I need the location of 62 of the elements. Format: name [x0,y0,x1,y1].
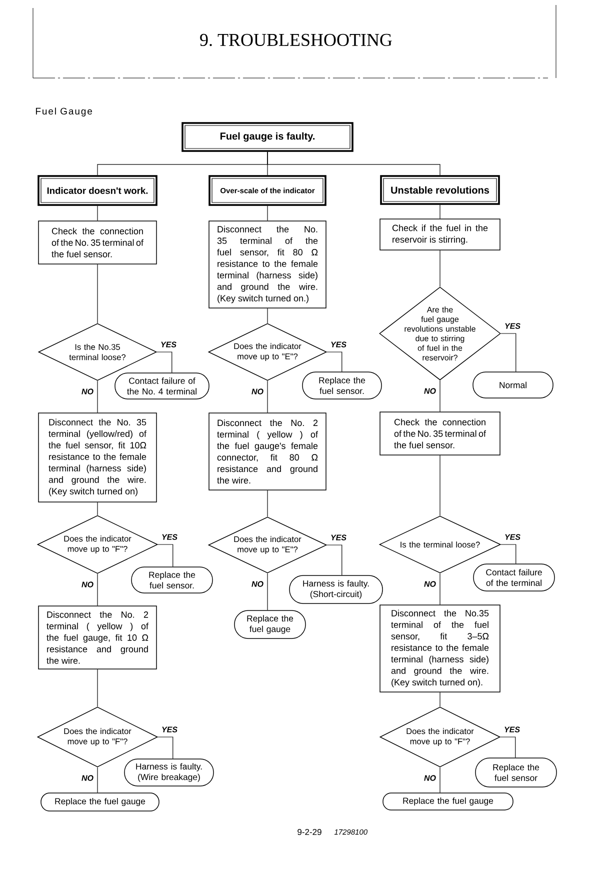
edge-label: NO [82,388,94,394]
rounded-box: Replace the fuel gauge [40,792,160,812]
connector-line [267,573,268,610]
connector-line [97,574,98,606]
double-border-box: Indicator doesn't work. [38,175,158,206]
edge-label: NO [82,775,94,781]
rounded-box: Harness is faulty. (Short-circuit) [289,575,383,604]
process-box: Check the connection of the No. 35 terminal of the fuel sensor. [380,412,500,456]
edge-label: YES [162,726,178,732]
connector-line [326,544,342,576]
connector-line [158,544,174,567]
double-border-box: Fuel gauge is faulty. [182,122,354,152]
rounded-box: Harness is faulty. (Wire breakage) [124,758,214,786]
edge-label: NO [424,775,436,781]
edge-label: YES [331,342,346,348]
connector-line [97,502,98,516]
process-box: Disconnect the No. 2 terminal ( yellow ) of the fuel gauge, fit 10 Ω resistance and ground the wire. [38,606,157,670]
process-box: Check if the fuel in the reservoir is stirring. [380,218,500,250]
rounded-box: Replace the fuel gauge [382,792,514,810]
connector-line [97,206,98,221]
connector-line [158,736,174,759]
rounded-box: Replace the fuel gauge [234,610,306,639]
connector-line [97,264,98,324]
double-border-box: Unstable revolutions [380,175,500,205]
connector-line [267,308,268,324]
connector-line [97,669,98,707]
connector-line [97,380,98,413]
rounded-box: Replace the fuel sensor [475,758,557,788]
connector-line [156,352,172,373]
process-box: Check the connection of the No. 35 terminal of the fuel sensor. [38,220,157,264]
process-box: Disconnect the No. 35 terminal of the fuel sensor, fit 80 Ω resistance to the female terminal (harness side) and ground the wire. (Key switch turned on.) [208,220,326,308]
edge-label: NO [424,388,436,394]
connector-line [267,490,268,517]
connector-line [500,736,516,758]
connector-line [326,352,342,372]
process-box: Disconnect the No. 2 terminal ( yellow ) of the fuel gauge's female connector, fit 80 Ω resistance and ground the wire. [208,412,326,490]
edge-label: YES [505,534,520,540]
rounded-box: Normal [472,372,554,398]
page-number: 9-2-29 [298,829,322,835]
edge-label: NO [424,581,436,587]
process-box: Disconnect the No. 35 terminal (yellow/red) of the fuel sensor, fit 10Ω resistance to the female terminal (harness side) and ground the wire. (Key switch turned on) [38,412,157,502]
edge-label: NO [82,582,94,588]
connector-line [97,767,98,793]
edge-label: NO [252,388,264,394]
edge-label: YES [505,323,520,329]
edge-label: YES [162,534,178,540]
connector-line [267,206,268,221]
edge-label: YES [331,534,346,540]
edge-label: YES [161,342,176,348]
edge-label: NO [252,581,264,587]
connector-line [500,544,516,564]
rounded-box: Contact failure of the terminal [473,564,555,592]
connector-line [267,380,268,413]
connector-line [500,333,516,372]
section-heading: Fuel Gauge [36,108,92,116]
edge-label: YES [504,726,520,732]
rounded-box: Replace the fuel sensor. [302,372,382,400]
connector-line [267,152,440,176]
rounded-box: Contact failure of the No. 4 terminal [114,372,210,400]
rounded-box: Replace the fuel sensor. [131,566,213,594]
page-title: 9. TROUBLESHOOTING [200,34,392,46]
process-box: Disconnect the No.35 terminal of the fuel sensor, fit 3–5Ω resistance to the female terminal (harness side) and ground the wire. (Key switch turned on). [380,604,500,692]
